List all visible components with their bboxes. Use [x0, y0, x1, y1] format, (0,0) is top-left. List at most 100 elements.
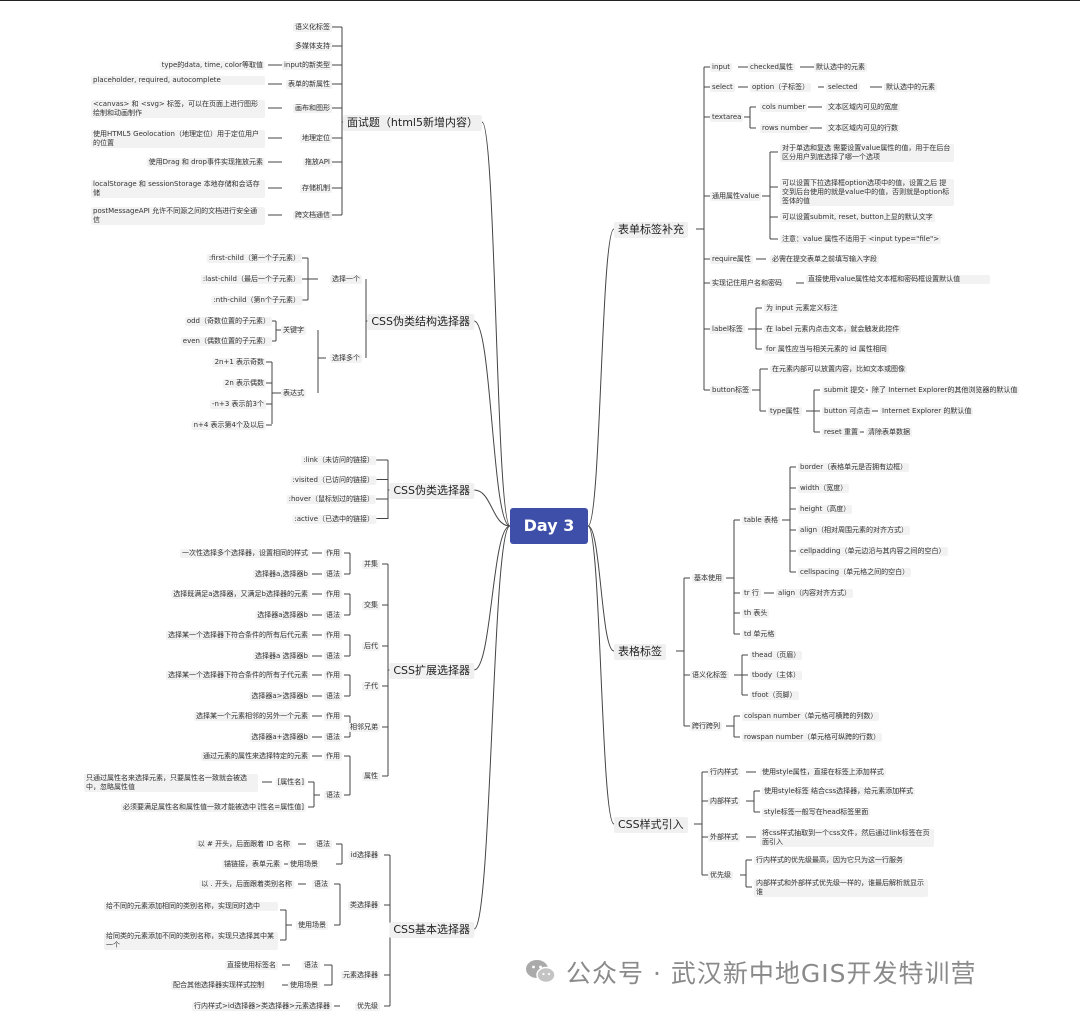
- html5-detail: localStorage 和 sessionStorage 本地存储和会话存储: [91, 180, 265, 198]
- ext-effect-label: 作用: [324, 712, 342, 721]
- connector-line: [587, 525, 615, 825]
- form-labeltag-item: for 属性应当与相关元素的 id 属性相同: [764, 345, 889, 354]
- html5-item: 拖放API: [302, 158, 332, 167]
- table-attr-item: border（表格单元是否拥有边框）: [798, 463, 910, 472]
- html5-detail: 使用Drag 和 drop事件实现拖放元素: [146, 158, 265, 167]
- form-select-label: select: [710, 83, 735, 92]
- ext-effect: 选择某一个元素相邻的另外一个元素: [194, 712, 310, 721]
- html5-item: 存储机制: [300, 184, 332, 193]
- table-basic-label: 基本使用: [692, 574, 724, 583]
- branch-html5: 面试题（html5新增内容）: [342, 115, 482, 131]
- form-button-type: reset 重置: [822, 428, 860, 437]
- formula-item: n+4 表示第4个及以后: [191, 421, 266, 430]
- ext-effect: 选择某一个选择器下符合条件的所有子代元素: [166, 671, 310, 680]
- html5-item: 多媒体支持: [293, 42, 332, 51]
- wechat-icon: [524, 955, 558, 989]
- watermark-text: 公众号 · 武汉新中地GIS开发特训营: [566, 959, 977, 988]
- html5-detail: placeholder, required, autocomplete: [91, 76, 265, 85]
- basic-element-syntax: 直接使用标签名: [225, 961, 278, 970]
- ext-syntax: 选择器a 选择器b: [253, 652, 310, 661]
- ext-attr-effect-label: 作用: [324, 752, 342, 761]
- connector-line: [473, 525, 511, 930]
- table-th-label: th 表头: [742, 609, 770, 618]
- basic-element-scene-label: 使用场景: [288, 981, 320, 990]
- form-textarea-label: textarea: [710, 113, 744, 122]
- ext-effect: 选择某一个选择器下符合条件的所有后代元素: [166, 631, 310, 640]
- basic-class-syntax-label: 语法: [312, 880, 330, 889]
- form-select-attr2: selected: [826, 83, 860, 92]
- structural-item: :first-child（第一个子元素）: [206, 254, 302, 263]
- ext-group-label: 子代: [362, 682, 380, 691]
- connector-line: [587, 228, 615, 527]
- keyword-label: 关键字: [281, 326, 306, 335]
- formula-item: 2n+1 表示奇数: [212, 358, 266, 367]
- ext-effect: 选择既满足a选择器，又满足b选择器的元素: [171, 590, 310, 599]
- form-value-item: 注意：value 属性不适用于 <input type="file">: [780, 235, 942, 244]
- form-input-attr: checked属性: [748, 63, 795, 72]
- form-input-detail: 默认选中的元素: [814, 63, 867, 72]
- ext-syntax-label: 语法: [324, 733, 342, 742]
- ext-syntax-label: 语法: [324, 570, 342, 579]
- basic-id-scene: 锚链接，表单元素: [222, 860, 282, 869]
- formula-label: 表达式: [281, 389, 306, 398]
- select-one-label: 选择一个: [330, 275, 362, 284]
- form-labeltag-item: 为 input 元素定义标注: [764, 304, 840, 313]
- branch-pseudo: CSS伪类选择器: [389, 483, 474, 499]
- form-autofill-detail: 直接使用value属性给文本框和密码框设置默认值: [806, 275, 990, 284]
- style-internal-label: 内部样式: [708, 797, 740, 806]
- form-textarea-attr: cols number: [760, 103, 808, 112]
- table-span-item: colspan number（单元格可横跨的列数）: [742, 712, 880, 721]
- formula-item: -n+3 表示前3个: [210, 400, 266, 409]
- form-autofill-label: 实现记住用户名和密码: [710, 279, 784, 288]
- connector-line: [473, 320, 511, 527]
- ext-effect: 一次性选择多个选择器，设置相同的样式: [180, 549, 310, 558]
- form-require-label: require属性: [710, 255, 753, 264]
- html5-detail: postMessageAPI 允许不同源之间的文档进行安全通信: [91, 207, 265, 225]
- html5-detail: <canvas> 和 <svg> 标签，可以在页面上进行图形绘制和动画制作: [91, 100, 265, 118]
- form-select-attr: option（子标签）: [750, 83, 812, 92]
- table-span-item: rowspan number（单元格可纵跨的行数）: [742, 733, 883, 742]
- table-table-label: table 表格: [742, 516, 780, 525]
- form-labeltag-label: label标签: [710, 325, 745, 334]
- branch-table: 表格标签: [614, 644, 666, 660]
- table-tr-label: tr 行: [742, 589, 761, 598]
- form-textarea-detail: 文本区域内可见的宽度: [826, 103, 900, 112]
- form-labeltag-item: 在 label 元素内点击文本，就会触发此控件: [764, 325, 902, 334]
- branch-extended: CSS扩展选择器: [389, 663, 474, 679]
- html5-item: 画布和图形: [293, 104, 332, 113]
- select-many-label: 选择多个: [330, 354, 362, 363]
- connector-line: [481, 121, 511, 527]
- keyword-item: even（偶数位置的子元素）: [180, 337, 272, 346]
- style-priority-item: 内部样式和外部样式优先级一样的，谁最后解析就显示谁: [754, 879, 928, 897]
- basic-priority-detail: 行内样式>id选择器>类选择器>元素选择器: [192, 1002, 332, 1011]
- html5-item: 地理定位: [300, 134, 332, 143]
- structural-item: :nth-child（第n个子元素）: [211, 296, 302, 305]
- basic-class-syntax: 以 . 开头，后面跟着类别名称: [199, 880, 294, 889]
- connector-line: [473, 489, 511, 527]
- table-tr-detail: align（内容对齐方式）: [776, 589, 854, 598]
- html5-item: 跨文档通信: [293, 211, 332, 220]
- ext-effect-label: 作用: [324, 590, 342, 599]
- basic-class-label: 类选择器: [348, 901, 380, 910]
- form-input-label: input: [710, 63, 733, 72]
- table-semantic-label: 语义化标签: [690, 671, 729, 680]
- form-value-label: 通用属性value: [710, 192, 762, 201]
- style-internal-item: style标签一般写在head标签里面: [762, 808, 871, 817]
- ext-attr-syntax-label: 语法: [324, 791, 342, 800]
- form-button-type-label: type属性: [768, 407, 802, 416]
- form-textarea-detail: 文本区域内可见的行数: [826, 124, 900, 133]
- table-attr-item: cellpadding（单元边沿与其内容之间的空白）: [798, 547, 948, 556]
- basic-id-syntax: 以 # 开头，后面跟着 ID 名称: [195, 840, 292, 849]
- table-semantic-item: tbody（主体）: [750, 671, 803, 680]
- form-select-detail: 默认选中的元素: [884, 83, 937, 92]
- pseudo-item: :active（已选中的链接）: [292, 514, 376, 524]
- ext-attr-syntax-label-item: [属性名]: [275, 778, 306, 787]
- style-priority-label: 优先级: [708, 871, 733, 880]
- root-node[interactable]: Day 3: [510, 508, 588, 544]
- table-semantic-item: tfoot（页脚）: [750, 691, 799, 700]
- ext-syntax-label: 语法: [324, 652, 342, 661]
- basic-element-syntax-label: 语法: [302, 961, 320, 970]
- ext-attr-effect: 通过元素的属性来选择特定的元素: [201, 752, 310, 761]
- basic-priority-label: 优先级: [355, 1002, 380, 1011]
